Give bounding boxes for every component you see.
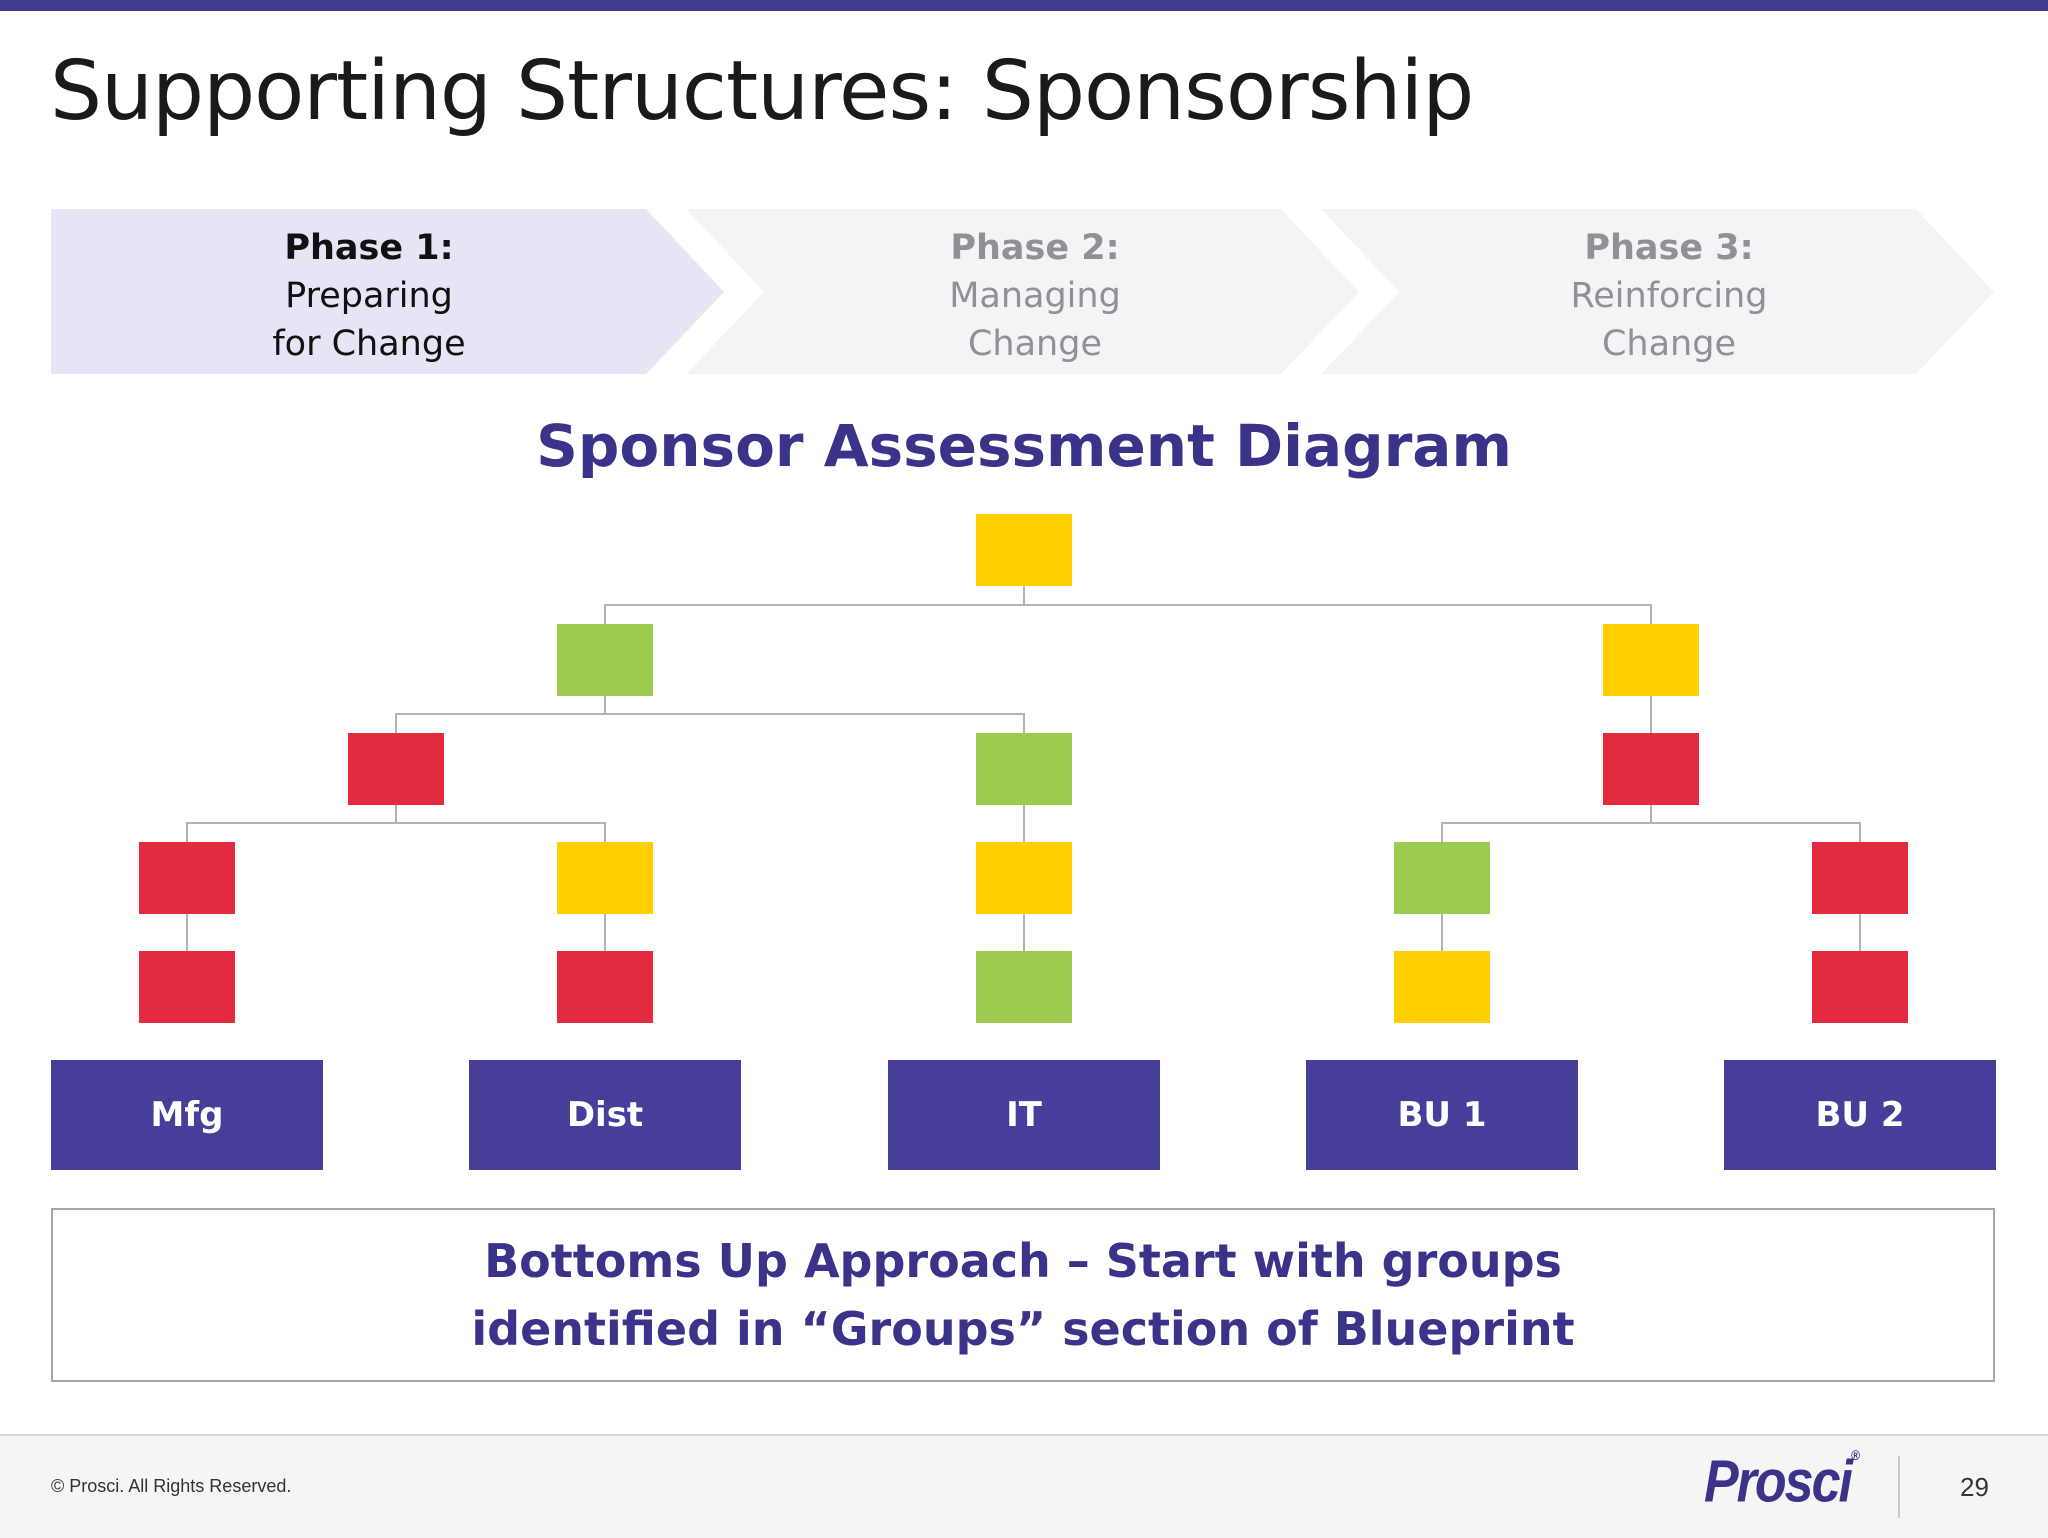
phase-2-line-1: Managing — [949, 276, 1121, 316]
slide-title: Supporting Structures: Sponsorship — [50, 44, 1474, 139]
phase-3-number: Phase 3: — [1584, 228, 1754, 268]
connector — [604, 604, 1652, 624]
sponsor-node — [1394, 842, 1490, 914]
phase-1-line-1: Preparing — [285, 276, 453, 316]
sponsor-node — [139, 951, 235, 1023]
sponsor-node — [1812, 951, 1908, 1023]
group-box-bu1: BU 1 — [1306, 1060, 1578, 1170]
phase-3-line-2: Change — [1601, 324, 1736, 364]
tree-connectors — [186, 586, 1861, 951]
connector — [395, 713, 1025, 733]
phase-1-line-2: for Change — [272, 324, 466, 364]
sponsor-node — [557, 842, 653, 914]
sponsor-node — [1812, 842, 1908, 914]
sponsor-node — [348, 733, 444, 805]
footer: © Prosci. All Rights Reserved. Prosci® 2… — [0, 1434, 2048, 1538]
phase-3-label: Phase 3: Reinforcing Change — [1389, 224, 1949, 368]
sponsor-nodes — [139, 514, 1908, 1023]
approach-note-line-2: identified in “Groups” section of Bluepr… — [471, 1302, 1575, 1356]
registered-mark-icon: ® — [1850, 1447, 1860, 1464]
sponsor-node — [1394, 951, 1490, 1023]
connector — [1441, 822, 1861, 842]
phase-1-label: Phase 1: Preparing for Change — [89, 224, 649, 368]
phase-2-number: Phase 2: — [950, 228, 1120, 268]
phase-1-number: Phase 1: — [284, 228, 454, 268]
sponsor-node — [139, 842, 235, 914]
approach-note: Bottoms Up Approach – Start with groups … — [51, 1208, 1995, 1382]
sponsor-node — [557, 951, 653, 1023]
footer-divider — [1898, 1456, 1900, 1518]
group-box-bu2: BU 2 — [1724, 1060, 1996, 1170]
group-box-dist: Dist — [469, 1060, 741, 1170]
sponsor-node-top — [976, 514, 1072, 586]
phase-3-line-1: Reinforcing — [1570, 276, 1768, 316]
group-box-mfg: Mfg — [51, 1060, 323, 1170]
approach-note-line-1: Bottoms Up Approach – Start with groups — [484, 1234, 1562, 1288]
sponsor-node — [1603, 733, 1699, 805]
sponsor-node — [976, 951, 1072, 1023]
diagram-title: Sponsor Assessment Diagram — [536, 412, 1512, 480]
sponsor-node — [557, 624, 653, 696]
prosci-logo-text: Prosci — [1704, 1448, 1853, 1516]
phase-2-line-2: Change — [967, 324, 1102, 364]
prosci-logo: Prosci® — [1704, 1448, 1860, 1517]
copyright-text: © Prosci. All Rights Reserved. — [51, 1476, 292, 1496]
connector — [186, 822, 606, 842]
sponsor-node — [976, 842, 1072, 914]
page-number: 29 — [1960, 1472, 1989, 1502]
sponsor-node — [976, 733, 1072, 805]
sponsor-node — [1603, 624, 1699, 696]
sponsor-tree — [139, 514, 1908, 1023]
group-box-it: IT — [888, 1060, 1160, 1170]
phase-2-label: Phase 2: Managing Change — [755, 224, 1315, 368]
top-accent-bar — [0, 0, 2048, 11]
